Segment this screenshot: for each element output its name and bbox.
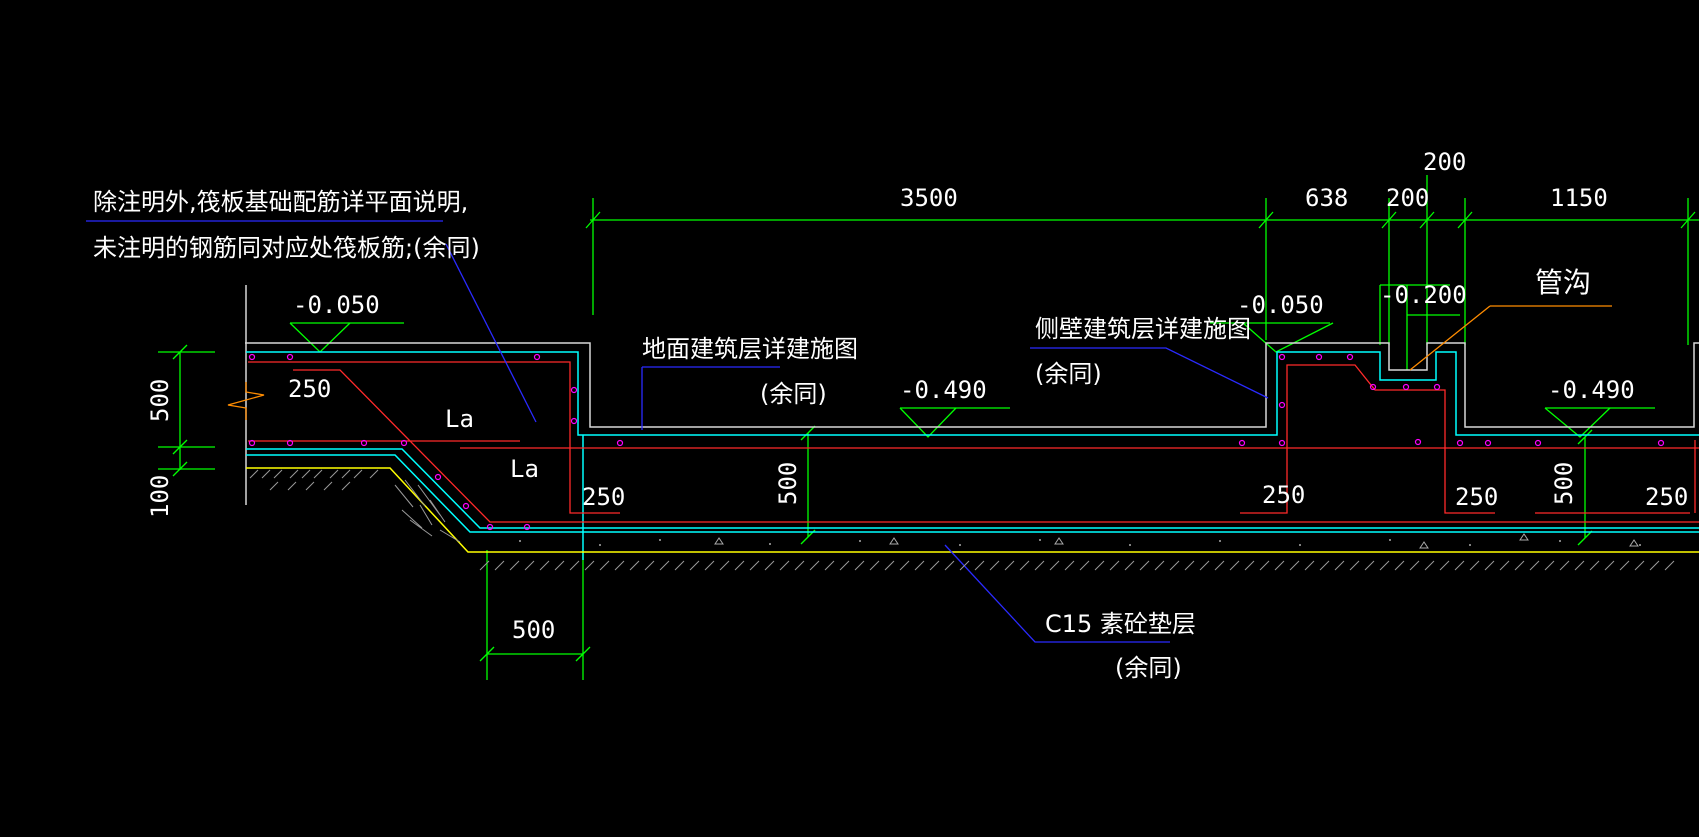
note-sidewall: 侧壁建筑层详建施图 — [1035, 315, 1251, 343]
ground-line — [246, 467, 1699, 553]
dim-wall-250-b: 250 — [1262, 481, 1305, 509]
dim-200b: 200 — [1423, 148, 1466, 176]
dim-wall-250-d: 250 — [1645, 483, 1688, 511]
note-floor-same: (余同) — [760, 380, 827, 408]
note-trench: 管沟 — [1535, 266, 1591, 299]
annotation-text: 除注明外,筏板基础配筋详平面说明, 未注明的钢筋同对应处筏板筋;(余同) 地面建… — [93, 148, 1688, 682]
dim-wall-250-c: 250 — [1455, 483, 1498, 511]
dim-3500: 3500 — [900, 184, 958, 212]
note-general-1: 除注明外,筏板基础配筋详平面说明, — [93, 188, 468, 216]
dim-pit-500: 500 — [774, 462, 802, 505]
note-cushion: C15 素砼垫层 — [1045, 610, 1196, 638]
cushion-specks — [519, 533, 1641, 549]
leader-lines — [86, 220, 1269, 643]
dim-bottom-500: 500 — [512, 616, 555, 644]
note-cushion-same: (余同) — [1115, 654, 1182, 682]
elevation-markers — [289, 285, 1611, 438]
elev-trench-bottom: -0.200 — [1380, 281, 1467, 309]
rebar-lines — [248, 361, 1699, 523]
ground-hatch — [249, 469, 1675, 571]
elev-left-top: -0.050 — [293, 291, 380, 319]
elev-pit-floor: -0.490 — [900, 376, 987, 404]
dim-wall-250-left: 250 — [288, 375, 331, 403]
dim-left-500: 500 — [146, 379, 174, 422]
label-la-1: La — [445, 405, 474, 433]
elev-right-floor: -0.490 — [1548, 376, 1635, 404]
note-floor: 地面建筑层详建施图 — [642, 335, 858, 363]
dim-1150: 1150 — [1550, 184, 1608, 212]
dim-wall-250-a: 250 — [582, 483, 625, 511]
dim-200a: 200 — [1386, 184, 1429, 212]
finish-layers — [246, 351, 1699, 560]
rebar-dots — [248, 353, 1665, 531]
break-line — [227, 305, 1612, 420]
label-la-2: La — [510, 455, 539, 483]
dimension-lines — [158, 175, 1699, 680]
dim-638: 638 — [1305, 184, 1348, 212]
elev-mid-top: -0.050 — [1237, 291, 1324, 319]
note-general-2: 未注明的钢筋同对应处筏板筋;(余同) — [93, 234, 480, 262]
note-sidewall-same: (余同) — [1035, 360, 1102, 388]
dim-left-100: 100 — [146, 475, 174, 518]
dim-pit-500-right: 500 — [1550, 462, 1578, 505]
